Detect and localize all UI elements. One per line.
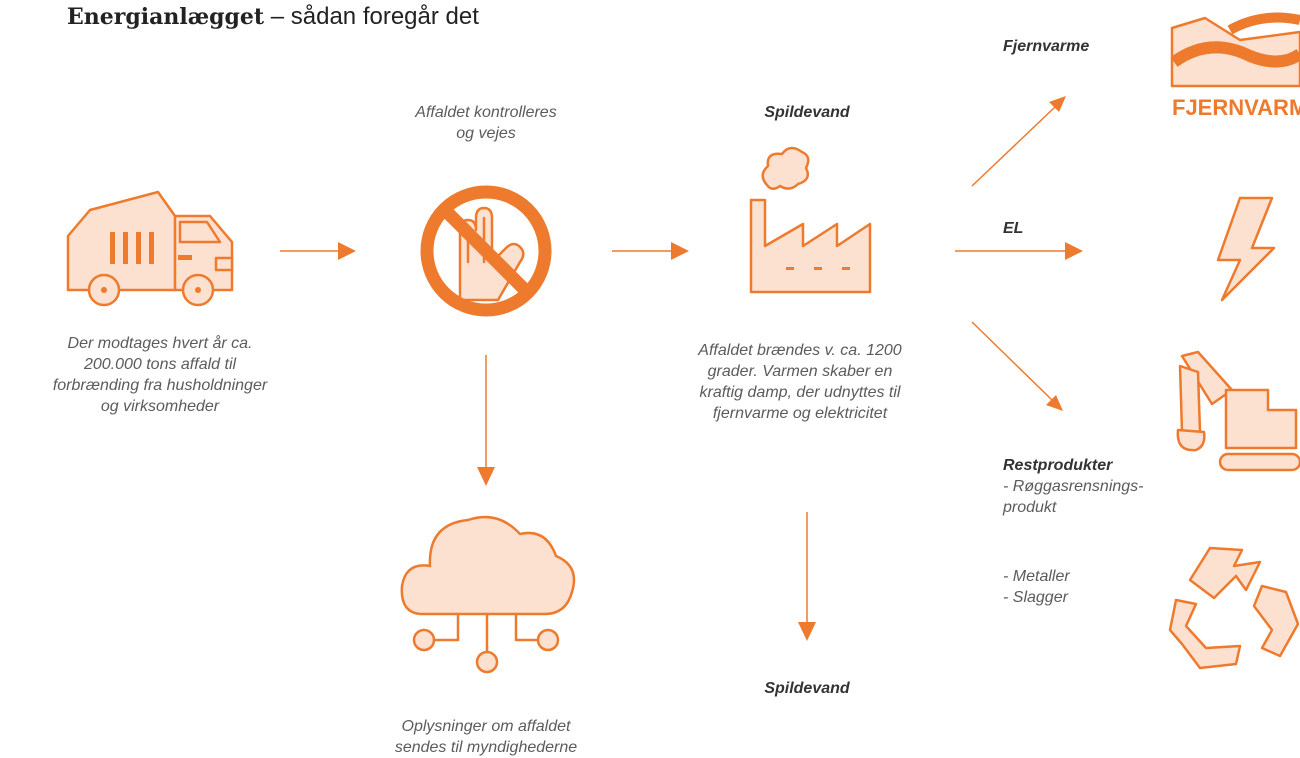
spildevand-top-label: Spildevand bbox=[764, 104, 850, 121]
cloud-caption: Oplysninger om affaldet sendes til myndi… bbox=[394, 718, 578, 756]
restprodukter-label: Restprodukter bbox=[1003, 457, 1113, 474]
arrow-to-restprodukter bbox=[971, 321, 1063, 411]
fjernvarme-logo-text: FJERNVARM bbox=[1172, 95, 1300, 120]
arrow-to-fjernvarme bbox=[971, 96, 1066, 187]
title-bold: Energianlægget bbox=[67, 4, 265, 30]
el-label: EL bbox=[1003, 220, 1024, 237]
factory-icon bbox=[749, 146, 872, 294]
excavator-icon bbox=[1176, 350, 1300, 472]
arrow-control-to-cloud bbox=[477, 355, 495, 486]
garbage-truck-icon bbox=[66, 190, 234, 307]
restprodukter-block: Restprodukter - Røggasrensnings- produkt bbox=[1003, 455, 1173, 518]
fjernvarme-logo-icon: FJERNVARM bbox=[1170, 12, 1300, 120]
metals-block: - Metaller - Slagger bbox=[1003, 568, 1070, 606]
no-entry-hand-icon bbox=[420, 185, 552, 317]
spildevand-bottom-label: Spildevand bbox=[764, 680, 850, 697]
truck-caption: Der modtages hvert år ca. 200.000 tons a… bbox=[52, 335, 268, 415]
cloud-network-icon bbox=[400, 515, 576, 674]
control-label: Affaldet kontrolleres og vejes bbox=[415, 104, 557, 142]
recycle-icon bbox=[1168, 546, 1300, 670]
lightning-icon bbox=[1216, 196, 1276, 302]
arrow-to-el bbox=[955, 242, 1083, 260]
arrow-truck-to-control bbox=[280, 242, 356, 260]
arrow-factory-down-spildevand bbox=[798, 512, 816, 641]
page-title: Energianlægget – sådan foregår det bbox=[67, 3, 479, 31]
factory-caption: Affaldet brændes v. ca. 1200 grader. Var… bbox=[698, 342, 902, 422]
arrow-control-to-factory bbox=[612, 242, 689, 260]
fjernvarme-label: Fjernvarme bbox=[1003, 38, 1090, 55]
title-rest: – sådan foregår det bbox=[264, 3, 479, 30]
